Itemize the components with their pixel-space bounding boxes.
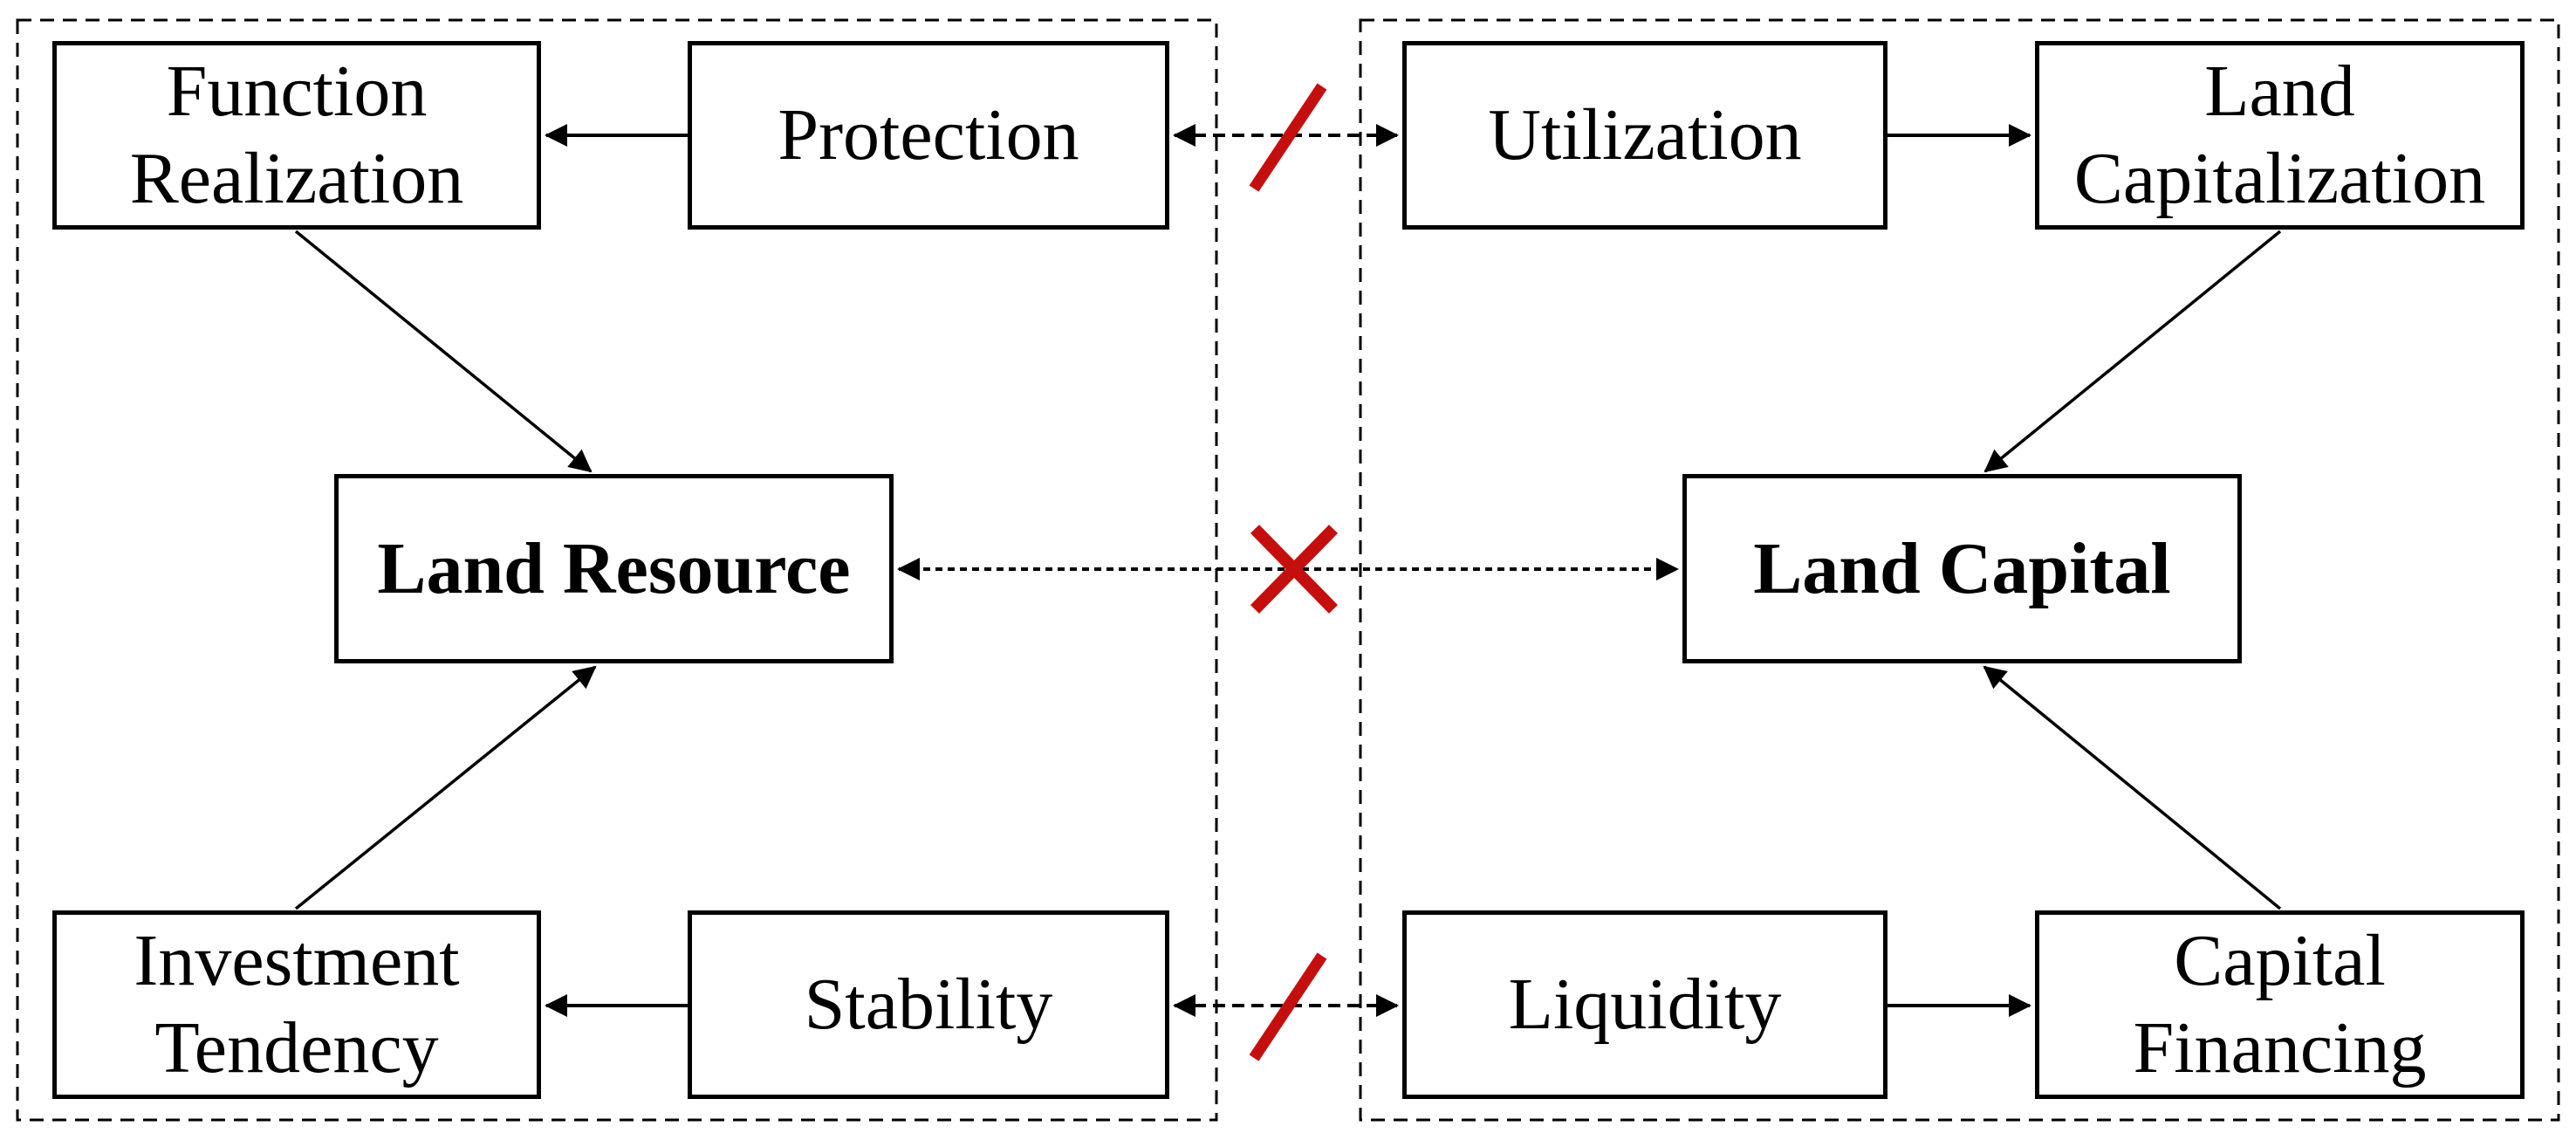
node-stability-label: Stability — [804, 964, 1053, 1046]
node-land-resource: Land Resource — [334, 474, 894, 663]
node-liquidity-label: Liquidity — [1508, 964, 1782, 1046]
node-investment-tendency-label: Investment Tendency — [134, 920, 460, 1088]
node-land-capital: Land Capital — [1682, 474, 2242, 663]
node-investment-tendency: Investment Tendency — [52, 910, 541, 1099]
edge-investment-tendency-to-land-resource — [294, 665, 597, 910]
node-utilization: Utilization — [1402, 41, 1887, 230]
node-stability: Stability — [688, 910, 1169, 1099]
blocked-slash-top-icon — [1249, 83, 1327, 192]
blocked-slash-bottom-icon — [1249, 952, 1327, 1061]
node-protection: Protection — [688, 41, 1169, 230]
node-capital-financing-label: Capital Financing — [2133, 920, 2427, 1088]
blocked-x-mark-icon — [1250, 525, 1339, 614]
node-land-capital-label: Land Capital — [1753, 527, 2171, 609]
node-capital-financing: Capital Financing — [2035, 910, 2525, 1099]
edge-land-capitalization-to-land-capital — [1983, 230, 2282, 473]
node-liquidity: Liquidity — [1402, 910, 1887, 1099]
node-function-realization-label: Function Realization — [129, 51, 464, 219]
edge-function-realization-to-land-resource — [294, 230, 593, 473]
node-land-capitalization: Land Capitalization — [2035, 41, 2525, 230]
node-function-realization: Function Realization — [52, 41, 541, 230]
node-land-capitalization-label: Land Capitalization — [2073, 51, 2486, 219]
node-land-resource-label: Land Resource — [377, 527, 851, 609]
edge-capital-financing-to-land-capital — [1983, 665, 2282, 910]
node-utilization-label: Utilization — [1488, 94, 1802, 176]
node-protection-label: Protection — [778, 94, 1079, 176]
